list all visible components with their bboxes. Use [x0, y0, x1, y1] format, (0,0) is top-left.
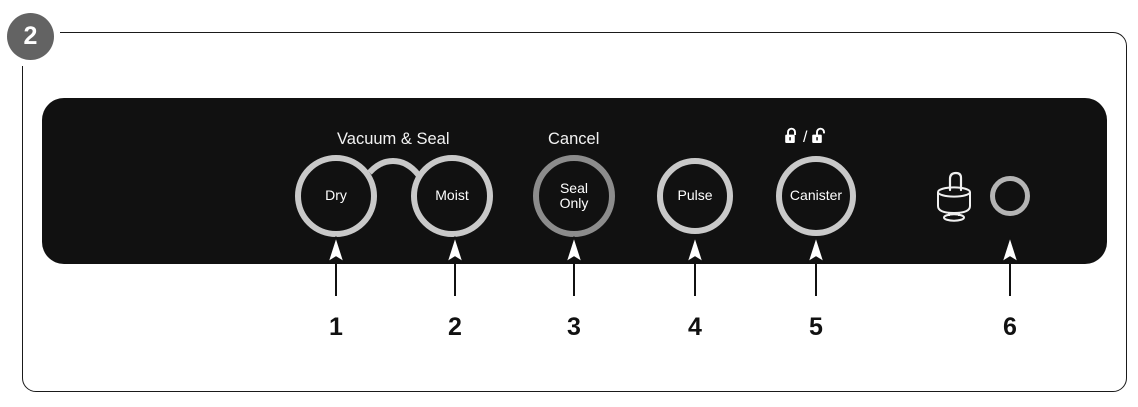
callout-leader-line — [694, 262, 696, 296]
button-label: Moist — [435, 188, 468, 203]
button-label-line: Pulse — [677, 187, 713, 204]
callout-arrowhead — [563, 236, 585, 269]
callout-number: 5 — [809, 313, 823, 341]
callout-arrowhead — [325, 236, 347, 269]
button-label-line: Dry — [325, 187, 347, 204]
lock-separator: / — [803, 128, 808, 146]
callout-arrowhead — [999, 236, 1021, 269]
dry-button[interactable]: Dry — [295, 155, 377, 237]
canister-button[interactable]: Canister — [776, 156, 856, 236]
pulse-button[interactable]: Pulse — [657, 158, 733, 234]
button-label-line: Moist — [435, 187, 469, 204]
button-label: Canister — [790, 188, 842, 203]
button-label: Pulse — [677, 188, 712, 203]
button-label-line: Canister — [789, 187, 843, 204]
button-label-line: Only — [559, 195, 589, 211]
panel-caption: Cancel — [548, 130, 600, 148]
lock-unlock-legend: / — [784, 127, 826, 150]
callout-leader-line — [573, 262, 575, 296]
callout-arrowhead — [805, 236, 827, 269]
callout-number: 6 — [1003, 313, 1017, 341]
lock-closed-icon — [784, 127, 799, 150]
callout-number: 2 — [448, 313, 462, 341]
accessory-hose-port-icon — [930, 170, 978, 227]
lock-open-icon — [811, 127, 826, 150]
callout-number: 4 — [688, 313, 702, 341]
step-badge-number: 2 — [23, 22, 38, 50]
panel-caption: Vacuum & Seal — [337, 130, 450, 148]
moist-button[interactable]: Moist — [411, 155, 493, 237]
callout-leader-line — [454, 262, 456, 296]
callout-leader-line — [335, 262, 337, 296]
callout-leader-line — [1009, 262, 1011, 296]
callout-frame — [22, 32, 1127, 392]
callout-leader-line — [815, 262, 817, 296]
vacuum-seal-group-connector — [355, 158, 431, 206]
callout-arrowhead — [684, 236, 706, 269]
step-badge: 2 — [7, 13, 54, 60]
callout-number: 1 — [329, 313, 343, 341]
button-label-line: Seal — [559, 179, 588, 196]
callout-arrowhead — [444, 236, 466, 269]
callout-number: 3 — [567, 313, 581, 341]
button-label: Dry — [325, 188, 347, 203]
accessory-indicator-light[interactable] — [990, 176, 1030, 216]
